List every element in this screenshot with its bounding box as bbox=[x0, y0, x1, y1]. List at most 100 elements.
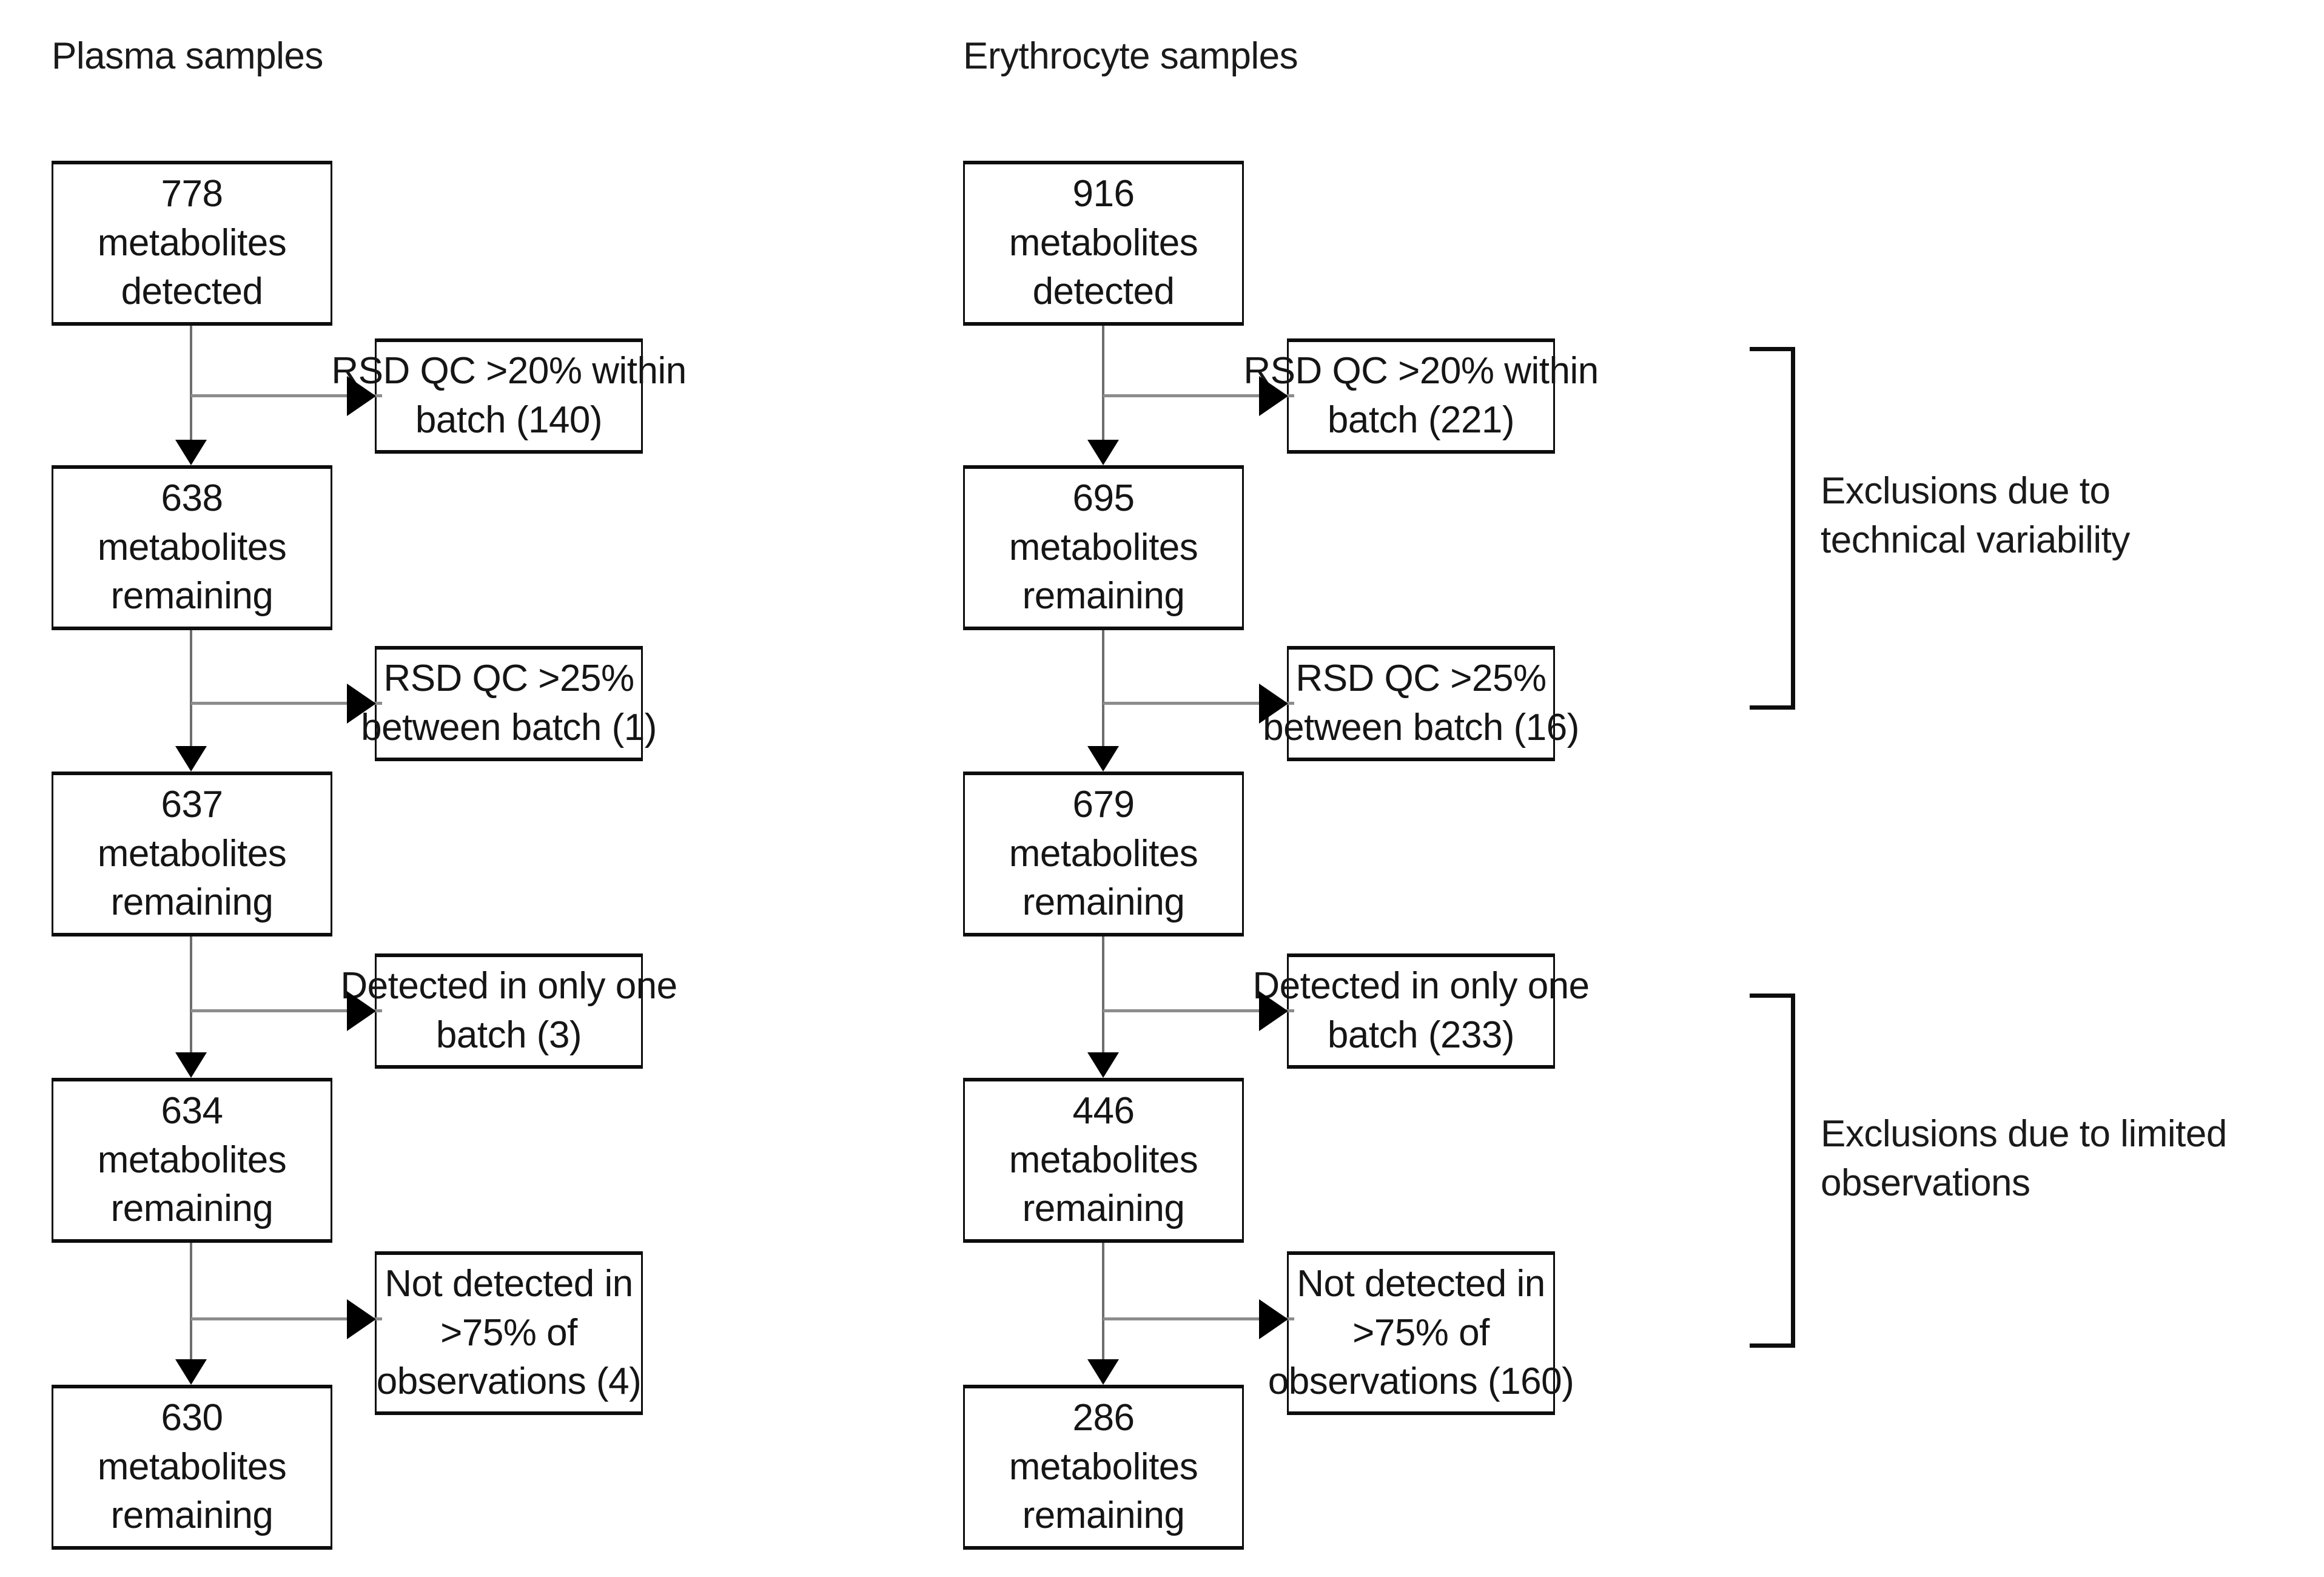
plasma-step-2-line2: metabolites bbox=[97, 526, 287, 568]
bracket-technical-variability bbox=[1750, 347, 1795, 710]
plasma-exclusion-arrow-1 bbox=[347, 376, 376, 416]
erythrocyte-step-4-line3: remaining bbox=[1022, 1188, 1185, 1230]
erythrocyte-exclusion-4-line2: >75% of bbox=[1352, 1311, 1489, 1354]
plasma-step-1-count: 778 bbox=[161, 173, 223, 215]
erythrocyte-connector-stem-4 bbox=[1102, 1243, 1104, 1360]
erythrocyte-step-box-5: 286 metabolites remaining bbox=[963, 1385, 1244, 1550]
plasma-connector-arrow-3 bbox=[175, 1052, 207, 1078]
erythrocyte-step-5-count: 286 bbox=[1072, 1397, 1135, 1439]
plasma-exclusion-box-4: Not detected in >75% of observations (4) bbox=[375, 1251, 643, 1415]
plasma-exclusion-4-line1: Not detected in bbox=[385, 1263, 633, 1305]
erythrocyte-exclusion-arrow-4 bbox=[1259, 1299, 1288, 1339]
annotation-limited-line1: Exclusions due to limited bbox=[1821, 1113, 2227, 1155]
plasma-connector-arrow-2 bbox=[175, 746, 207, 772]
plasma-connector-stem-1 bbox=[190, 326, 192, 441]
plasma-step-4-line2: metabolites bbox=[97, 1138, 287, 1181]
plasma-connector-arrow-1 bbox=[175, 440, 207, 465]
erythrocyte-connector-arrow-2 bbox=[1087, 746, 1119, 772]
erythrocyte-step-box-3: 679 metabolites remaining bbox=[963, 772, 1244, 936]
plasma-exclusion-arrow-2 bbox=[347, 684, 376, 724]
plasma-connector-arrow-4 bbox=[175, 1359, 207, 1385]
erythrocyte-step-box-1: 916 metabolites detected bbox=[963, 161, 1244, 326]
erythrocyte-step-1-count: 916 bbox=[1072, 173, 1135, 215]
erythrocyte-step-box-2: 695 metabolites remaining bbox=[963, 465, 1244, 630]
erythrocyte-exclusion-box-4: Not detected in >75% of observations (16… bbox=[1268, 1251, 1574, 1415]
plasma-step-1-line3: detected bbox=[121, 271, 263, 313]
plasma-step-4-count: 634 bbox=[161, 1090, 223, 1132]
plasma-exclusion-box-3: Detected in only one batch (3) bbox=[340, 953, 677, 1069]
plasma-step-box-5: 630 metabolites remaining bbox=[52, 1385, 332, 1550]
erythrocyte-exclusion-3-line1: Detected in only one bbox=[1252, 965, 1590, 1007]
plasma-exclusion-2-line1: RSD QC >25% bbox=[383, 657, 634, 700]
erythrocyte-exclusion-arrow-3 bbox=[1259, 991, 1288, 1031]
erythrocyte-exclusion-arrow-1 bbox=[1259, 376, 1288, 416]
erythrocyte-exclusion-box-3: Detected in only one batch (233) bbox=[1252, 953, 1590, 1069]
plasma-step-3-count: 637 bbox=[161, 784, 223, 826]
erythrocyte-exclusion-4-line3: observations (160) bbox=[1268, 1360, 1574, 1403]
erythrocyte-step-1-line3: detected bbox=[1032, 271, 1175, 313]
erythrocyte-step-4-line2: metabolites bbox=[1009, 1138, 1198, 1181]
erythrocyte-exclusion-2-line1: RSD QC >25% bbox=[1295, 657, 1547, 700]
plasma-exclusion-box-2: RSD QC >25% between batch (1) bbox=[361, 646, 657, 761]
plasma-step-2-count: 638 bbox=[161, 477, 223, 520]
erythrocyte-exclusion-1-line1: RSD QC >20% within bbox=[1243, 350, 1599, 392]
plasma-exclusion-stem-1 bbox=[191, 394, 382, 397]
erythrocyte-exclusion-stem-1 bbox=[1103, 394, 1294, 397]
erythrocyte-step-3-line3: remaining bbox=[1022, 881, 1185, 924]
plasma-step-1-line2: metabolites bbox=[97, 221, 287, 264]
erythrocyte-connector-arrow-1 bbox=[1087, 440, 1119, 465]
plasma-exclusion-1-line2: batch (140) bbox=[415, 399, 603, 441]
annotation-limited-observations: Exclusions due to limited observations bbox=[1821, 1110, 2227, 1208]
erythrocyte-exclusion-1-line2: batch (221) bbox=[1327, 399, 1515, 441]
plasma-step-box-2: 638 metabolites remaining bbox=[52, 465, 332, 630]
plasma-step-4-line3: remaining bbox=[110, 1188, 274, 1230]
plasma-exclusion-3-line2: batch (3) bbox=[435, 1014, 582, 1056]
plasma-step-box-1: 778 metabolites detected bbox=[52, 161, 332, 326]
bracket-limited-observations bbox=[1750, 994, 1795, 1348]
erythrocyte-exclusion-3-line2: batch (233) bbox=[1327, 1014, 1515, 1056]
plasma-step-box-3: 637 metabolites remaining bbox=[52, 772, 332, 936]
erythrocyte-step-2-line2: metabolites bbox=[1009, 526, 1198, 568]
erythrocyte-exclusion-2-line2: between batch (16) bbox=[1263, 707, 1579, 748]
plasma-exclusion-1-line1: RSD QC >20% within bbox=[331, 350, 687, 392]
plasma-step-5-count: 630 bbox=[161, 1397, 223, 1439]
column-title-plasma: Plasma samples bbox=[52, 35, 323, 77]
erythrocyte-step-5-line3: remaining bbox=[1022, 1495, 1185, 1537]
erythrocyte-connector-stem-1 bbox=[1102, 326, 1104, 441]
erythrocyte-connector-stem-3 bbox=[1102, 936, 1104, 1054]
plasma-exclusion-4-line3: observations (4) bbox=[376, 1360, 642, 1403]
erythrocyte-exclusion-4-line1: Not detected in bbox=[1297, 1263, 1545, 1305]
plasma-connector-stem-4 bbox=[190, 1243, 192, 1360]
column-title-erythrocyte: Erythrocyte samples bbox=[963, 35, 1298, 77]
erythrocyte-exclusion-stem-4 bbox=[1103, 1317, 1294, 1320]
erythrocyte-step-5-line2: metabolites bbox=[1009, 1445, 1198, 1488]
plasma-step-5-line3: remaining bbox=[110, 1495, 274, 1537]
erythrocyte-step-1-line2: metabolites bbox=[1009, 221, 1198, 264]
erythrocyte-step-2-count: 695 bbox=[1072, 477, 1135, 520]
plasma-exclusion-arrow-3 bbox=[347, 991, 376, 1031]
plasma-exclusion-stem-4 bbox=[191, 1317, 382, 1320]
annotation-technical-line2: technical variability bbox=[1821, 519, 2130, 561]
erythrocyte-connector-arrow-4 bbox=[1087, 1359, 1119, 1385]
annotation-technical-variability: Exclusions due to technical variability bbox=[1821, 467, 2130, 565]
plasma-exclusion-box-1: RSD QC >20% within batch (140) bbox=[331, 338, 687, 454]
plasma-exclusion-stem-2 bbox=[191, 702, 382, 705]
plasma-step-2-line3: remaining bbox=[110, 575, 274, 617]
plasma-exclusion-2-line2: between batch (1) bbox=[361, 707, 657, 748]
erythrocyte-exclusion-stem-2 bbox=[1103, 702, 1294, 705]
erythrocyte-connector-stem-2 bbox=[1102, 630, 1104, 747]
erythrocyte-exclusion-box-2: RSD QC >25% between batch (16) bbox=[1263, 646, 1579, 761]
plasma-step-3-line3: remaining bbox=[110, 881, 274, 924]
annotation-technical-line1: Exclusions due to bbox=[1821, 470, 2111, 512]
erythrocyte-step-2-line3: remaining bbox=[1022, 575, 1185, 617]
erythrocyte-exclusion-stem-3 bbox=[1103, 1009, 1294, 1012]
annotation-limited-line2: observations bbox=[1821, 1162, 2030, 1204]
plasma-connector-stem-3 bbox=[190, 936, 192, 1054]
plasma-step-box-4: 634 metabolites remaining bbox=[52, 1078, 332, 1243]
plasma-connector-stem-2 bbox=[190, 630, 192, 747]
erythrocyte-step-4-count: 446 bbox=[1072, 1090, 1135, 1132]
erythrocyte-exclusion-box-1: RSD QC >20% within batch (221) bbox=[1243, 338, 1599, 454]
erythrocyte-step-3-line2: metabolites bbox=[1009, 832, 1198, 875]
erythrocyte-step-3-count: 679 bbox=[1072, 784, 1135, 826]
